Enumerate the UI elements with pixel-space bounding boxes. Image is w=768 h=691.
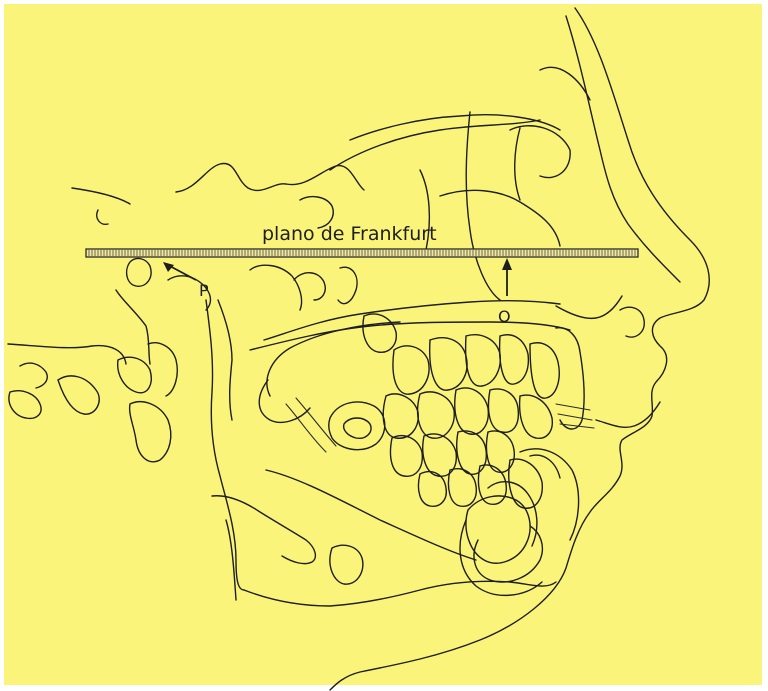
lower-border-ramus [226, 520, 236, 600]
porion-arrow [163, 262, 196, 280]
orbitale-arrow [502, 258, 512, 296]
porion-ring [127, 259, 151, 287]
lower-incisor-crypt [466, 496, 530, 563]
orbit-roof [350, 115, 560, 140]
frankfort-plane-bar [86, 249, 638, 257]
upper-teeth [363, 314, 594, 438]
clivus-small [97, 210, 108, 224]
axis-body [130, 402, 171, 462]
anterior-cranial-base [330, 120, 540, 170]
nasal-floor [556, 296, 622, 318]
molar-crypt-outer [329, 402, 385, 450]
ramus-posterior [206, 300, 244, 590]
key-ridge [338, 267, 357, 303]
hyoid [330, 545, 363, 584]
lower-teeth [391, 431, 561, 508]
orbit-floor [440, 190, 560, 246]
cranial-base-posterior [72, 188, 130, 204]
nasal-contour [566, 16, 680, 282]
molar-crypt-inner [344, 418, 371, 438]
odontoid [118, 357, 152, 393]
orbit-lateral [466, 112, 500, 300]
point-o-label: O [498, 307, 511, 326]
coronoid [250, 265, 302, 310]
lip-line [596, 402, 660, 427]
atlas [58, 376, 99, 414]
orbit-lateral-2 [515, 128, 520, 200]
frontal-bone-outer [540, 67, 590, 100]
symphysis-inner [474, 526, 542, 582]
mandible-lower-border [244, 581, 556, 606]
alar-cartilage [620, 307, 644, 337]
axis-spine [148, 343, 177, 396]
frankfort-plane-label: plano de Frankfurt [262, 223, 437, 245]
ramus-anterior [218, 300, 232, 420]
occipital-condyle [20, 363, 47, 388]
point-p-label: P [199, 281, 209, 300]
cranial-base-wave [176, 163, 364, 192]
soft-tissue-profile [330, 8, 709, 690]
occipital-outer [8, 344, 126, 364]
cervical-vertebra-1 [9, 391, 41, 419]
maxilla-outline [264, 301, 560, 340]
